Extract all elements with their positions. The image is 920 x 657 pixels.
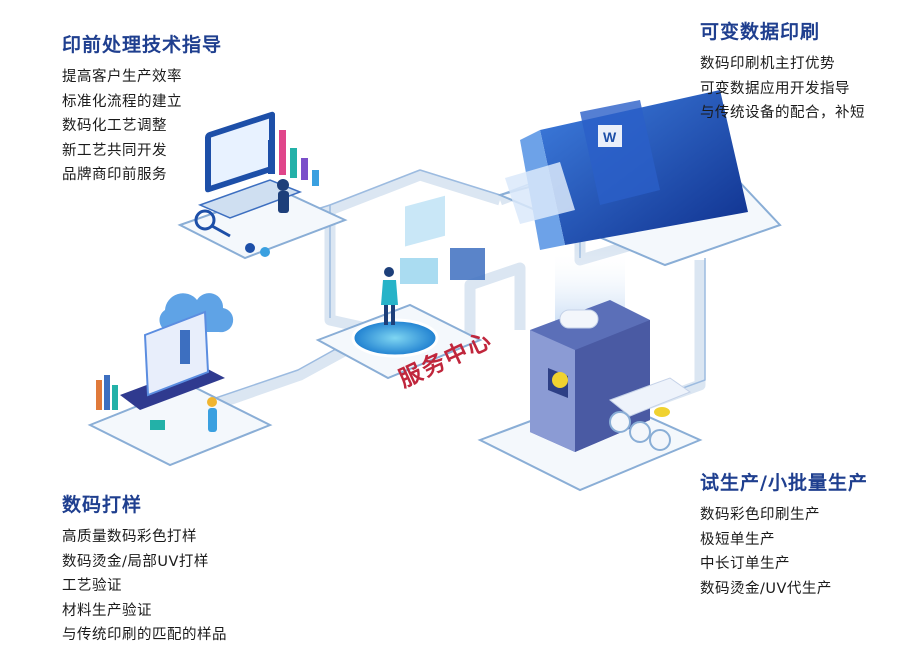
presenter-hologram-icon [315,195,485,380]
list-item: 与传统设备的配合，补短 [700,105,865,121]
cloud-computer-icon [87,293,273,467]
trial-production-list: 数码彩色印刷生产 极短单生产 中长订单生产 数码烫金/UV代生产 [700,503,868,601]
digital-press-icon: W [496,90,782,267]
list-item: 标准化流程的建立 [62,93,182,110]
prepress-list: 提高客户生产效率 标准化流程的建立 数码化工艺调整 新工艺共同开发 品牌商印前服… [62,65,222,188]
proofing-section: 数码打样 高质量数码彩色打样 数码烫金/局部UV打样 工艺验证 材料生产验证 与… [62,490,227,648]
prepress-section: 印前处理技术指导 提高客户生产效率 标准化流程的建立 数码化工艺调整 新工艺共同… [62,30,222,188]
trial-production-section: 试生产/小批量生产 数码彩色印刷生产 极短单生产 中长订单生产 数码烫金/UV代… [700,468,868,601]
list-item: 数码彩色印刷生产 [700,507,820,523]
proofing-list: 高质量数码彩色打样 数码烫金/局部UV打样 工艺验证 材料生产验证 与传统印刷的… [62,525,227,648]
list-item: 可变数据应用开发指导 [700,80,850,97]
production-machine-icon [477,250,703,492]
list-item: 数码化工艺调整 [62,118,167,134]
variable-data-title: 可变数据印刷 [700,21,821,43]
list-item: 中长订单生产 [700,556,790,572]
list-item: 与传统印刷的匹配的样品 [62,627,227,643]
list-item: 极短单生产 [700,531,775,548]
list-item: 数码印刷机主打优势 [700,56,835,72]
prepress-title: 印前处理技术指导 [62,34,223,56]
proofing-title: 数码打样 [62,494,143,516]
variable-data-section: 可变数据印刷 数码印刷机主打优势 可变数据应用开发指导 与传统设备的配合，补短 [700,17,865,126]
list-item: 新工艺共同开发 [62,142,167,159]
trial-production-title: 试生产/小批量生产 [700,472,868,494]
list-item: 提高客户生产效率 [62,69,182,85]
list-item: 工艺验证 [62,578,122,594]
list-item: 数码烫金/UV代生产 [700,580,832,597]
svg-text:W: W [603,129,617,145]
list-item: 数码烫金/局部UV打样 [62,553,209,570]
variable-data-list: 数码印刷机主打优势 可变数据应用开发指导 与传统设备的配合，补短 [700,52,865,126]
list-item: 高质量数码彩色打样 [62,529,197,545]
list-item: 品牌商印前服务 [62,167,167,183]
laptop-workstation-icon [177,111,348,260]
list-item: 材料生产验证 [62,602,152,619]
